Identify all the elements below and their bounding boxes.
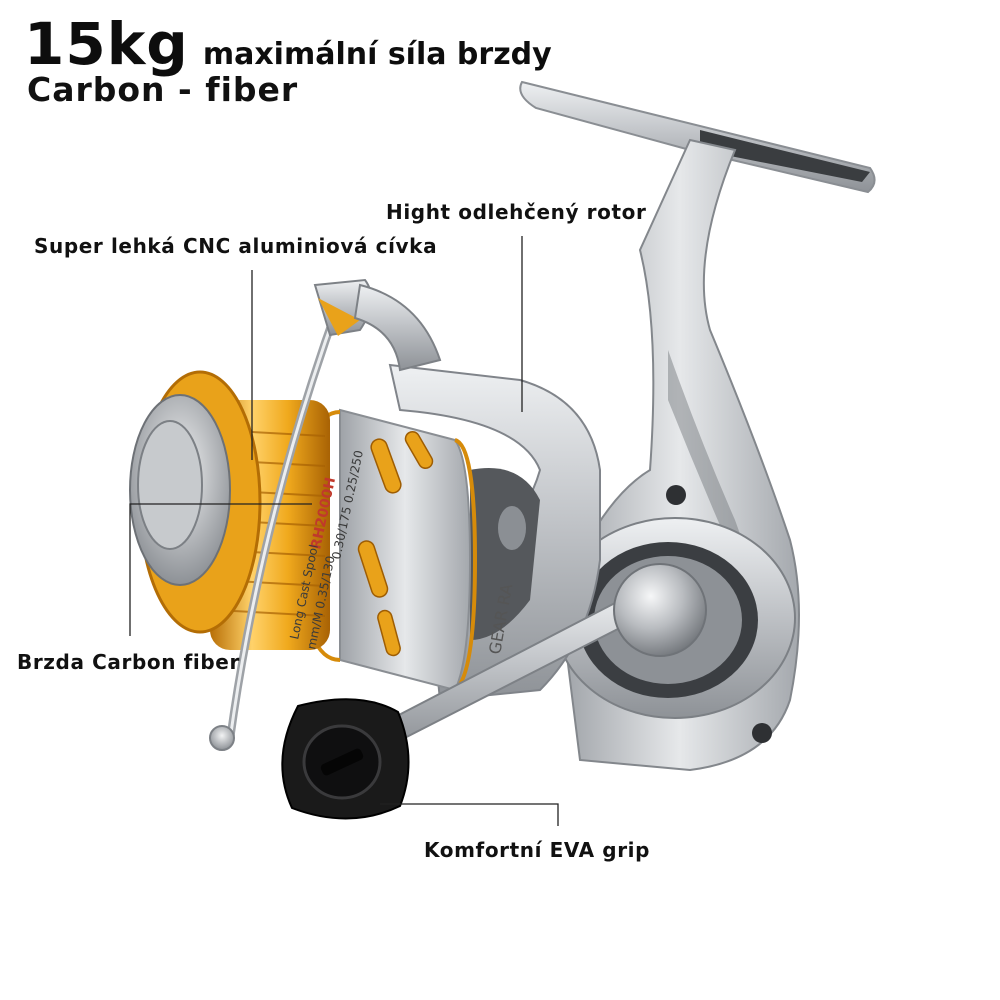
callout-leaders <box>129 236 559 826</box>
material-subheading: Carbon - fiber <box>27 70 299 109</box>
callout-drag: Brzda Carbon fiber <box>17 650 240 674</box>
reel-foot <box>519 80 876 194</box>
callout-spool: Super lehká CNC aluminiová cívka <box>34 234 438 258</box>
headline: 15kg maximální síla brzdy <box>24 10 552 78</box>
drag-force-value: 15kg <box>24 10 189 78</box>
bail-arm <box>209 278 442 751</box>
callout-rotor: Hight odlehčený rotor <box>386 200 647 224</box>
drag-force-label: maximální síla brzdy <box>202 37 552 72</box>
callout-grip: Komfortní EVA grip <box>424 838 651 862</box>
reel-handle <box>281 563 707 820</box>
spool <box>129 370 478 692</box>
